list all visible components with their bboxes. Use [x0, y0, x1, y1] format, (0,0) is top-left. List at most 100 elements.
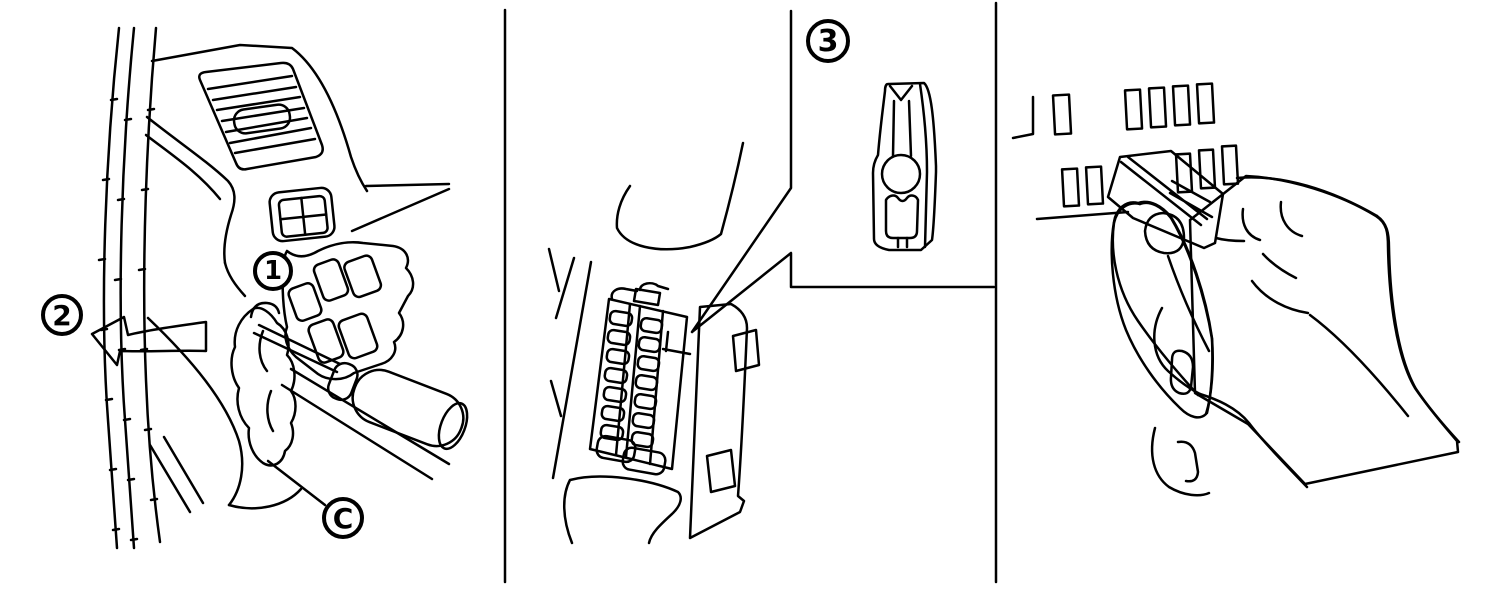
fuse-box-slots: [1011, 82, 1240, 221]
screwdriver-handle: [351, 368, 465, 448]
pillar-line: [119, 26, 136, 550]
terminal-channel: [891, 99, 913, 158]
hatch-lines: [148, 435, 205, 514]
fuse-slot: [1084, 165, 1105, 206]
highlighted-terminal-mark: [661, 347, 692, 356]
pillar-line: [142, 26, 162, 544]
trim-clip-hook: [249, 301, 281, 319]
connector-lock-tab: [632, 287, 662, 307]
bracket-holes: [705, 328, 761, 494]
switch-blank: [337, 312, 379, 360]
leader-line-c: [266, 459, 327, 507]
stitch-ticks: [97, 97, 159, 542]
bracket-outline: [688, 302, 749, 540]
curled-finger-nail: [1176, 440, 1200, 483]
dash-top-edge: [150, 43, 369, 193]
panel-outline: [281, 241, 415, 381]
fuse-box-edge: [1035, 210, 1130, 221]
dash-bottom-edge: [227, 487, 303, 510]
thumb-right-contour: [1169, 216, 1214, 415]
terminal-eyelet: [880, 153, 922, 195]
rotate-direction-arrow: [90, 315, 208, 367]
terminal-slot: [884, 194, 920, 240]
thumb-crease: [1166, 254, 1211, 353]
panel-connector-terminal: [547, 9, 996, 545]
fuse-slot: [1174, 152, 1194, 194]
thumb-and-fingers: [1110, 200, 1214, 497]
hand-top-contour: [1235, 176, 1379, 218]
terminal-outline: [871, 81, 938, 252]
connector-lug: [595, 434, 637, 464]
mounting-bracket: [688, 302, 761, 540]
switch-blank: [287, 282, 323, 322]
dash-lower-contour: [146, 316, 244, 507]
switch-blank-panel: [281, 241, 415, 381]
relay: [1106, 149, 1225, 250]
switch-outer-frame: [268, 186, 336, 243]
screwdriver: [252, 323, 469, 451]
pillar-line: [102, 26, 121, 550]
callout-2-label: 2: [52, 298, 72, 332]
hand-fill: [1188, 174, 1460, 486]
console-seam-lines: [551, 256, 593, 480]
screwdriver-ferrule: [326, 361, 359, 402]
trim-cover-outline: [230, 306, 297, 467]
index-finger-nail: [1169, 349, 1195, 395]
callout-2-badge: 2: [41, 294, 83, 336]
fuse-slot: [1195, 82, 1216, 125]
relay-detail-lines: [1126, 155, 1214, 221]
thumb-tip-contour: [1138, 201, 1173, 220]
fuse-slot: [1060, 167, 1081, 208]
vent-louvers: [206, 74, 317, 155]
screwdriver-handle-cap: [437, 401, 469, 451]
dash-edge-line: [364, 182, 451, 188]
vent-frame: [198, 61, 324, 171]
connector-shell: [588, 297, 689, 471]
terminal-side-edge: [918, 82, 929, 249]
fuse-slot: [1197, 148, 1217, 190]
highlighted-terminal-mark: [664, 330, 670, 353]
dash-edge-line: [350, 187, 451, 233]
callout-box-and-leaders: [690, 9, 996, 334]
thumb-left-contour: [1111, 202, 1200, 397]
window-switch: [268, 186, 336, 243]
wrist-right-contour: [1375, 214, 1461, 444]
trim-cover-detail: [258, 329, 275, 433]
air-vent: [198, 61, 324, 171]
fuse-slot: [1051, 93, 1073, 136]
dash-under-edge: [280, 383, 434, 481]
curled-finger-contour: [1150, 426, 1211, 497]
callout-3-badge: 3: [806, 19, 850, 63]
connector-ears: [610, 281, 670, 301]
fuse-box-corner: [1011, 95, 1035, 140]
dash-left-inner-line: [144, 133, 222, 201]
callout-3-label: 3: [817, 23, 839, 59]
switch-blank: [343, 254, 383, 299]
console-opening-curve: [615, 141, 745, 251]
console-lower-curves: [562, 475, 682, 545]
terminal-cavities: [599, 309, 664, 449]
terminal-detail: [871, 81, 938, 252]
a-pillar-trim-lines: [97, 26, 162, 550]
switch-cross-lines: [279, 196, 328, 237]
fuse-slot: [1123, 88, 1144, 131]
dash-left-contour: [145, 115, 236, 265]
hand-lower-contour: [1198, 392, 1309, 489]
fuse-slot: [1220, 144, 1240, 186]
connector-lug: [621, 446, 667, 476]
dash-contour-link: [223, 261, 247, 298]
hatch-lines: [547, 247, 563, 418]
thumb-nail: [1143, 211, 1186, 255]
callout-c-badge: C: [322, 497, 364, 539]
callout-1-badge: 1: [253, 251, 293, 291]
dash-side-panel: [144, 43, 451, 514]
callout-c-label: C: [332, 501, 354, 535]
switch-blank: [312, 258, 350, 302]
trim-cover-part-c: [230, 301, 327, 507]
terminal-tab: [896, 236, 909, 249]
relay-ridge: [1119, 160, 1203, 227]
callout-1-label: 1: [263, 256, 283, 286]
hand: [1188, 174, 1461, 489]
